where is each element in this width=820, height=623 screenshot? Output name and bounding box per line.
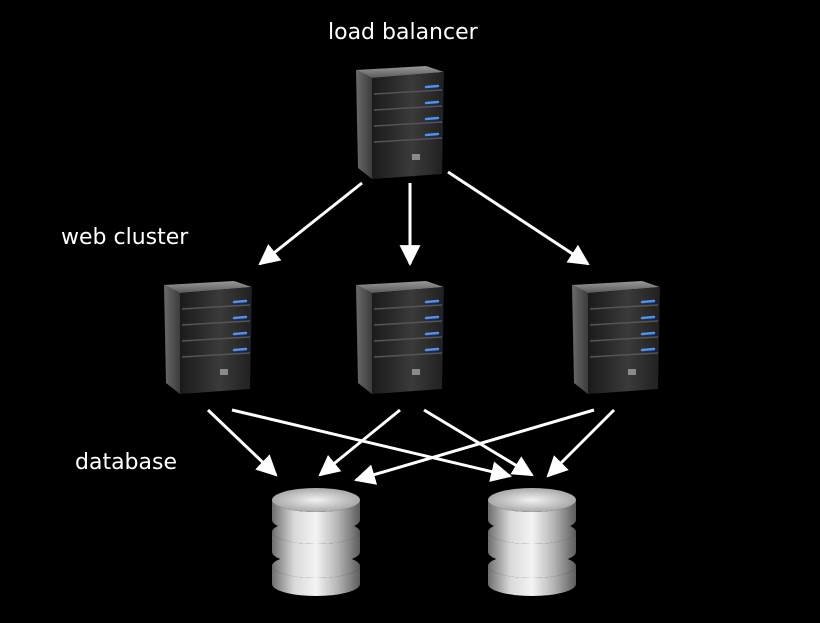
- arrows-lb-to-web: [258, 170, 590, 267]
- arrow-web3-to-db1: [353, 408, 595, 485]
- database-label: database: [75, 450, 177, 475]
- database-2-icon: [488, 488, 576, 596]
- arrow-web2-to-db2: [423, 408, 534, 477]
- arrow-web2-to-db1: [318, 408, 401, 477]
- arrows-web-to-db: [206, 408, 616, 485]
- arrow-lb-to-web1: [258, 181, 363, 266]
- web-server-3-icon: [570, 281, 662, 396]
- arrow-lb-to-web3: [447, 170, 590, 266]
- arrow-web1-to-db1: [206, 408, 278, 477]
- database-1-icon: [272, 488, 360, 596]
- load-balancer-label: load balancer: [328, 20, 478, 45]
- web-server-2-icon: [354, 281, 446, 396]
- web-cluster-label: web cluster: [61, 225, 189, 250]
- load-balancer-server-icon: [354, 66, 446, 181]
- arrow-web3-to-db2: [546, 408, 616, 478]
- web-server-1-icon: [162, 281, 254, 396]
- arrow-web1-to-db2: [231, 408, 513, 482]
